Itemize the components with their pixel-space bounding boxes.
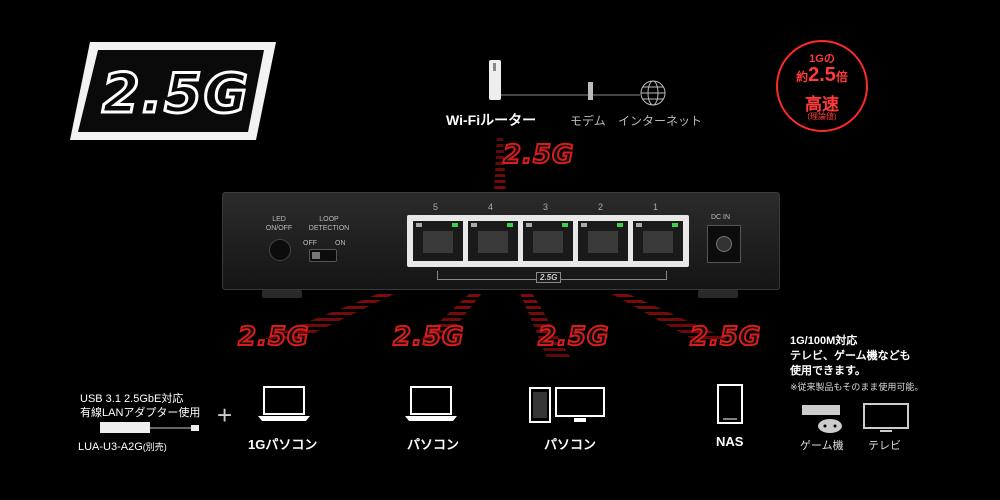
led-button[interactable] [269,239,291,261]
dc-in-port[interactable] [707,225,741,263]
plus-sign: + [217,400,233,430]
game-console-icon [802,405,842,433]
globe-icon [640,80,666,106]
pc-a-label: パソコン [407,437,460,452]
speed-label-port2: 2.5G [689,321,762,353]
speed-badge: 1Gの 約2.5倍 高速 (理論値) [776,40,868,132]
network-switch: LED ON/OFF LOOP DETECTION OFF ON 5 4 3 2… [222,192,780,290]
switch-foot-left [262,290,302,298]
speed-label-port3: 2.5G [537,321,610,353]
compat-line2: テレビ、ゲーム機なども [790,350,911,362]
adapter-model: LUA-U3-A2G(別売) [78,441,167,453]
port-panel [407,215,689,267]
ethernet-port[interactable] [468,221,518,261]
tv-icon [863,403,909,432]
loop-detection-label: LOOP DETECTION [308,216,350,232]
speed-label-port5: 2.5G [237,321,310,353]
ethernet-port[interactable] [578,221,628,261]
badge-line3: 高速 [805,95,839,114]
compat-line3: 使用できます。 [790,365,866,377]
port-number: 3 [543,202,549,212]
port-number: 5 [433,202,439,212]
switch-foot-right [698,290,738,298]
pc-b-label: パソコン [544,437,597,452]
port-number: 1 [653,202,659,212]
game-label: ゲーム機 [800,440,844,452]
badge-line1: 1Gの [809,53,835,65]
router-icon [489,60,501,100]
badge-line4: (理論値) [807,112,837,121]
speed-label-top: 2.5G [502,139,575,171]
tv-label: テレビ [868,440,901,452]
pc-1g-label: 1Gパソコン [248,437,318,452]
laptop-icon [405,386,457,421]
adapter-line1: USB 3.1 2.5GbE対応 [80,393,184,405]
ethernet-port[interactable] [413,221,463,261]
network-chain-graphic [489,60,666,106]
ethernet-port[interactable] [633,221,683,261]
wifi-router-label: Wi-Fiルーター [446,112,537,128]
nas-icon [717,384,743,424]
desktop-pc-icon [529,387,605,423]
led-label: LED ON/OFF [265,216,293,232]
logo-badge: 2.5G [68,40,278,142]
logo-text: 2.5G [102,62,250,125]
port-number: 4 [488,202,494,212]
compat-line1: 1G/100M対応 [790,335,858,347]
bracket-label: 2.5G [536,272,562,283]
port-number: 2 [598,202,604,212]
modem-icon [588,82,593,100]
badge-line2: 約2.5倍 [796,64,848,86]
dc-in-label: DC IN [711,214,731,221]
modem-label: モデム [570,114,606,128]
nas-label: NAS [716,434,744,449]
compat-line4: ※従来製品もそのまま使用可能。 [790,382,924,392]
ethernet-port[interactable] [523,221,573,261]
loop-on-label: ON [335,240,346,247]
usb-adapter-icon [100,422,199,433]
laptop-icon [258,386,310,421]
adapter-line2: 有線LANアダプター使用 [80,407,201,419]
internet-label: インターネット [618,114,703,128]
speed-label-port4: 2.5G [392,321,465,353]
loop-detection-switch[interactable] [309,249,337,262]
loop-off-label: OFF [303,240,317,247]
